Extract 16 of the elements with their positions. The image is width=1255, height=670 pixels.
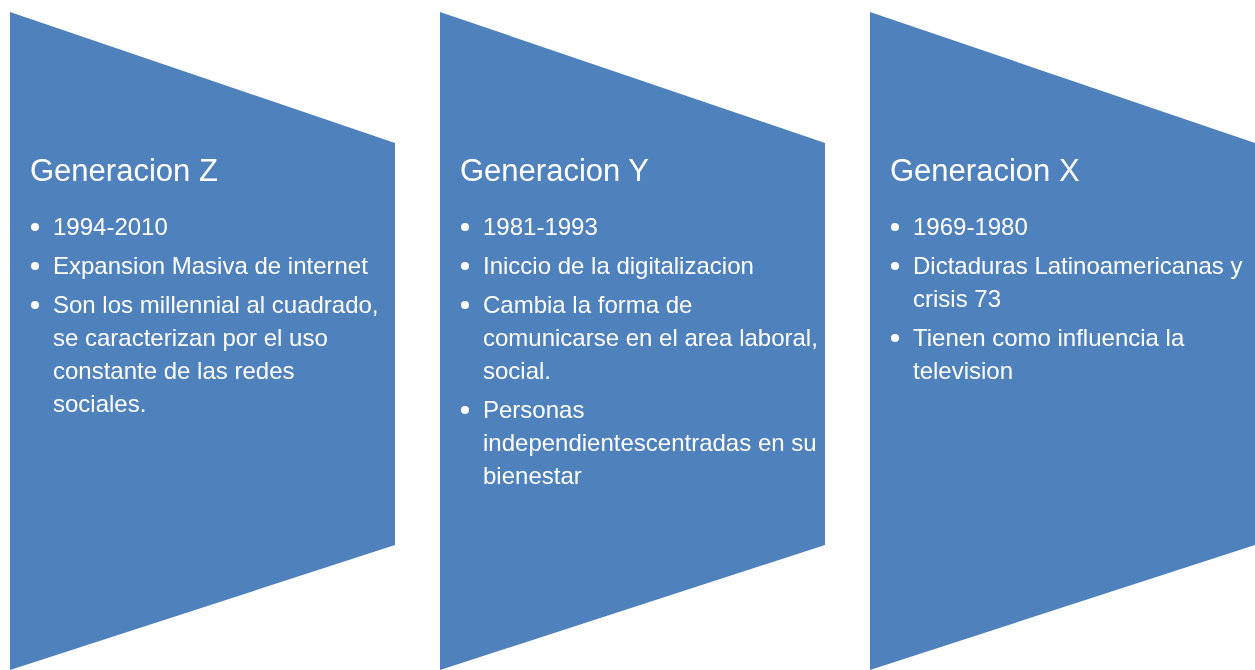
chevron-shape bbox=[10, 12, 395, 670]
bullet-text: Cambia la forma de comunicarse en el area laboral, social. bbox=[483, 291, 818, 384]
bullet-text: Iniccio de la digitalizacion bbox=[483, 252, 754, 279]
bullet-text: Son los millennial al cuadrado, se caracterizan por el uso constante de las redes sociales. bbox=[53, 291, 379, 417]
bullet-text: 1981-1993 bbox=[483, 213, 598, 240]
heading: Generacion Z bbox=[30, 152, 219, 190]
heading: Generacion X bbox=[890, 152, 1081, 190]
bullet-text: Tienen como influencia la television bbox=[913, 324, 1185, 384]
bullet-text: Dictaduras Latinoamericanas y crisis 73 bbox=[913, 252, 1243, 312]
bullet-text: Expansion Masiva de internet bbox=[53, 252, 368, 279]
bullet-text: 1969-1980 bbox=[913, 213, 1028, 240]
heading: Generacion Y bbox=[460, 152, 650, 190]
chevron-shape bbox=[440, 12, 825, 670]
bullet-text: 1994-2010 bbox=[53, 213, 168, 240]
bullet-text: Personas independientescentradas en su bienestar bbox=[483, 396, 817, 489]
chevron-shape bbox=[870, 12, 1255, 670]
